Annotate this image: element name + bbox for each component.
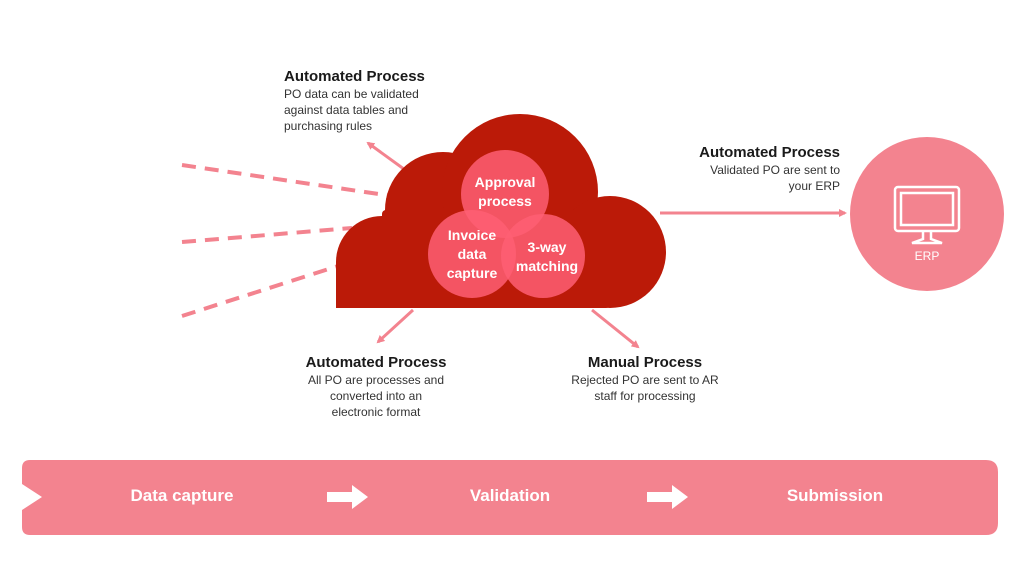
label-line: capture <box>446 265 498 281</box>
label-line: Approval <box>474 174 536 190</box>
callout-heading: Automated Process <box>305 354 447 371</box>
connector-email <box>181 264 339 318</box>
receipt-icon <box>102 208 150 257</box>
source-label-handwritten: Handwritten <box>92 266 158 280</box>
connector-handwritten <box>181 226 353 244</box>
callout-line: Validated PO are sent to <box>710 163 840 177</box>
stage-submission: Submission <box>786 486 884 505</box>
callout-heading: Manual Process <box>587 354 703 371</box>
label-line: 3-way <box>527 239 567 255</box>
source-label-edi: EDI <box>114 173 135 187</box>
stage-data-capture: Data capture <box>130 486 234 505</box>
monitor-icon <box>893 185 961 245</box>
callout-erp: Automated Process Validated PO are sent … <box>660 144 840 194</box>
three-way-matching-circle <box>501 214 585 298</box>
connector-edi <box>181 163 393 198</box>
callout-line: All PO are processes and <box>307 373 445 387</box>
callout-line: against data tables and <box>284 103 409 117</box>
callout-heading: Automated Process <box>284 68 425 85</box>
erp-label: ERP <box>914 249 940 263</box>
arrow-to-validation-callout <box>366 141 409 174</box>
label-line: process <box>478 193 532 209</box>
callout-line: electronic format <box>331 405 421 419</box>
callout-line: Rejected PO are sent to AR <box>571 373 719 387</box>
callout-heading: Automated Process <box>699 144 840 161</box>
source-label-email: Email/PDF <box>96 348 154 362</box>
arrow-to-conversion-callout <box>376 308 415 344</box>
callout-manual: Manual Process Rejected PO are sent to A… <box>550 354 740 404</box>
arrow-right-icon <box>647 485 688 509</box>
erp-circle <box>850 137 1004 291</box>
three-way-matching-label: 3-way matching <box>507 238 587 276</box>
callout-line: your ERP <box>788 179 840 193</box>
envelope-icon <box>88 305 159 339</box>
invoice-title: INVOICE <box>79 70 171 95</box>
arrow-to-manual-callout <box>591 308 640 349</box>
callout-line: converted into an <box>329 389 423 403</box>
paper-plane-icon <box>97 125 161 167</box>
approval-process-label: Approval process <box>465 173 545 211</box>
arrow-right-icon <box>327 485 368 509</box>
callout-line: staff for processing <box>594 389 696 403</box>
callout-line: purchasing rules <box>284 119 373 133</box>
invoice-data-capture-label: Invoice data capture <box>432 226 512 283</box>
callout-conversion: Automated Process All PO are processes a… <box>286 354 466 420</box>
label-line: Invoice <box>447 227 497 243</box>
label-line: matching <box>515 258 579 274</box>
label-line: data <box>457 246 487 262</box>
stage-validation: Validation <box>469 486 551 505</box>
stage-bar-shape <box>22 460 998 535</box>
invoice-data-capture-circle <box>428 210 516 298</box>
callout-line: PO data can be validated <box>284 87 419 101</box>
callout-validation: Automated Process PO data can be validat… <box>284 68 425 134</box>
